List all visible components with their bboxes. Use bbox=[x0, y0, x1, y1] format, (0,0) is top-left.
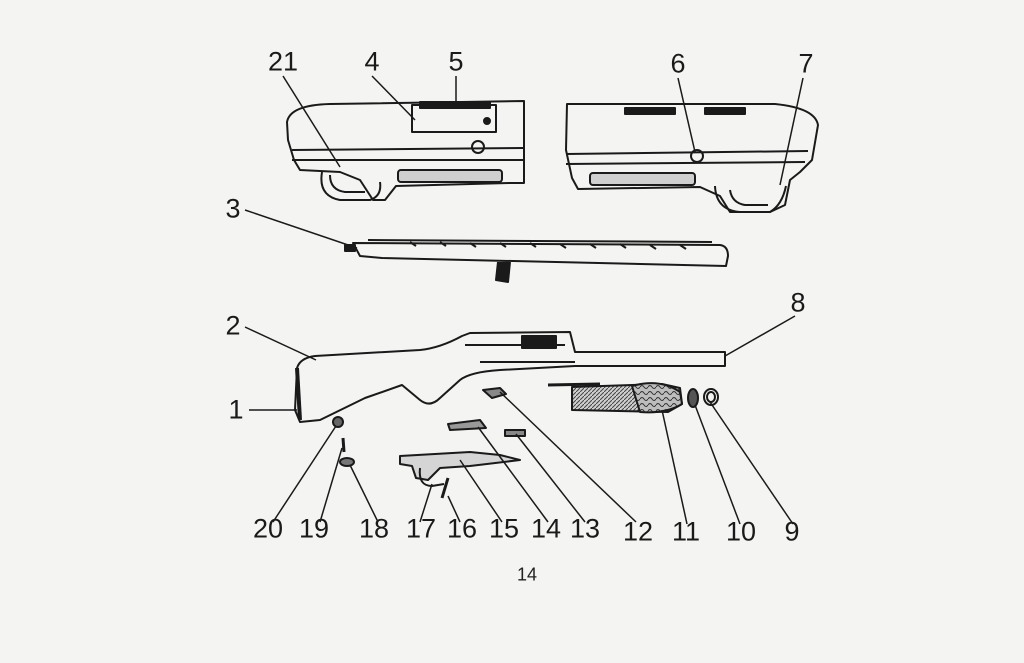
receiver-left-view bbox=[286, 100, 525, 201]
callout-21: 21 bbox=[267, 46, 299, 77]
receiver-right-view bbox=[565, 103, 819, 213]
stock-assembly bbox=[294, 331, 726, 423]
part-16 bbox=[440, 477, 450, 499]
forearm bbox=[547, 382, 683, 414]
small-springs bbox=[332, 416, 355, 467]
trigger-group bbox=[399, 451, 521, 487]
callout-6: 6 bbox=[670, 48, 686, 79]
callout-12: 12 bbox=[622, 516, 654, 547]
callout-11: 11 bbox=[671, 516, 701, 547]
part-12 bbox=[482, 387, 507, 399]
callout-4: 4 bbox=[364, 46, 380, 77]
callout-13: 13 bbox=[569, 513, 601, 544]
part-13 bbox=[504, 429, 526, 437]
callout-1: 1 bbox=[228, 394, 244, 425]
callout-9: 9 bbox=[784, 516, 800, 547]
callout-3: 3 bbox=[225, 193, 241, 224]
callout-17: 17 bbox=[405, 513, 437, 544]
callout-7: 7 bbox=[798, 48, 814, 79]
cap-and-spring bbox=[687, 388, 719, 408]
callout-14: 14 bbox=[530, 513, 562, 544]
callout-8: 8 bbox=[790, 287, 806, 318]
callout-5: 5 bbox=[448, 46, 464, 77]
callout-10: 10 bbox=[725, 516, 757, 547]
callout-15: 15 bbox=[488, 513, 520, 544]
leader-lines bbox=[244, 75, 804, 525]
page-number: 14 bbox=[516, 564, 538, 585]
callout-16: 16 bbox=[446, 513, 478, 544]
callout-19: 19 bbox=[298, 513, 330, 544]
callout-18: 18 bbox=[358, 513, 390, 544]
part-14 bbox=[447, 419, 487, 431]
barrel-assembly bbox=[344, 239, 729, 283]
callout-2: 2 bbox=[225, 310, 241, 341]
callout-20: 20 bbox=[252, 513, 284, 544]
